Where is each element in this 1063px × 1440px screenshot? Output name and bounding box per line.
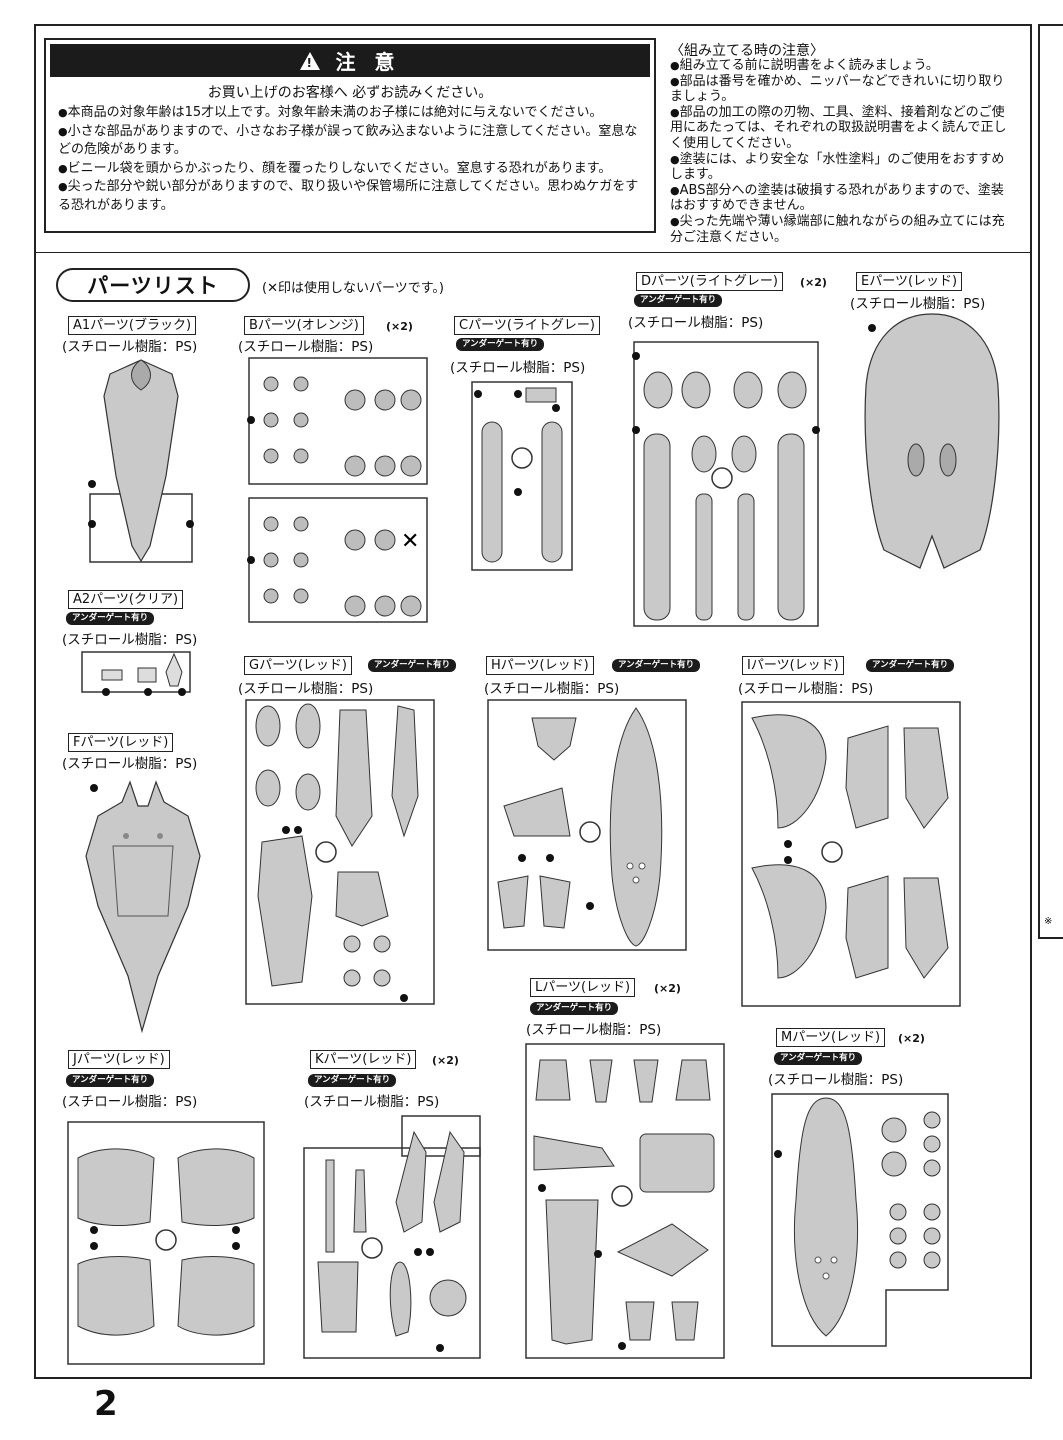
undergate-badge-j: アンダーゲート有り [66,1074,155,1087]
part-label-k: Kパーツ(レッド) [310,1050,417,1069]
material-a1: (スチロール樹脂：PS) [62,339,198,355]
part-label-j: Jパーツ(レッド) [68,1050,170,1069]
multiplier-d: (×2) [800,276,827,289]
runner-m [771,1093,949,1347]
caution-item: ●尖った部分や鋭い部分がありますので、取り扱いや保管場所に注意してください。思わ… [58,179,639,213]
adjacent-page-mark: ※ [1044,916,1053,927]
assembly-item: ●部品は番号を確かめ、ニッパーなどできれいに切り取りましょう。 [670,73,1005,105]
caution-title: 注 意 [335,50,401,74]
assembly-item: ●ABS部分への塗装は破損する恐れがありますので、塗装はおすすめできません。 [670,182,1004,214]
undergate-badge-k: アンダーゲート有り [308,1074,397,1087]
page-border [34,24,1032,1379]
multiplier-m: (×2) [898,1032,925,1045]
runner-g [245,699,435,1005]
part-label-b: Bパーツ(オレンジ) [244,316,364,335]
part-label-a1: A1パーツ(ブラック) [68,316,197,335]
part-label-a2: A2パーツ(クリア) [68,590,184,609]
multiplier-k: (×2) [432,1054,459,1067]
parts-list-note: (✕印は使用しないパーツです。) [262,281,444,296]
undergate-badge-i: アンダーゲート有り [866,659,955,672]
page-number: 2 [94,1384,118,1424]
material-k: (スチロール樹脂：PS) [304,1094,440,1110]
part-label-d: Dパーツ(ライトグレー) [636,272,783,291]
adjacent-page-edge [1038,24,1063,939]
runner-a1 [88,359,194,563]
material-j: (スチロール樹脂：PS) [62,1094,198,1110]
material-c: (スチロール樹脂：PS) [450,360,586,376]
runner-i [741,701,961,1007]
part-label-i: Iパーツ(レッド) [742,656,844,675]
assembly-item: ●部品の加工の際の刃物、工具、塗料、接着剤などのご使用にあたっては、それぞれの取… [670,104,1007,151]
caution-item: ●小さな部品がありますので、小さなお子様が誤って飲み込まないように注意してくださ… [58,123,638,158]
warning-icon [299,51,320,70]
assembly-item: ●塗装には、より安全な「水性塗料」のご使用をおすすめします。 [670,151,1005,183]
part-label-m: Mパーツ(レッド) [776,1028,886,1047]
assembly-item: ●組み立てる前に説明書をよく読みましょう。 [670,58,939,73]
assembly-item: ●尖った先端や薄い縁端部に触れながらの組み立てには充分ご注意ください。 [670,213,1005,245]
caution-subtitle: お買い上げのお客様へ 必ずお読みください。 [207,85,493,101]
undergate-badge-c: アンダーゲート有り [456,338,545,351]
runner-f [85,780,201,1034]
material-a2: (スチロール樹脂：PS) [62,632,198,648]
runner-h [487,699,687,951]
undergate-badge-a2: アンダーゲート有り [66,612,155,625]
undergate-badge-h: アンダーゲート有り [612,659,701,672]
runner-k [303,1115,481,1359]
material-b: (スチロール樹脂：PS) [238,339,374,355]
caution-box [44,38,656,233]
part-label-c: Cパーツ(ライトグレー) [454,316,600,335]
undergate-badge-m: アンダーゲート有り [774,1052,863,1065]
material-l: (スチロール樹脂：PS) [526,1022,662,1038]
material-g: (スチロール樹脂：PS) [238,681,374,697]
part-label-g: Gパーツ(レッド) [244,656,352,675]
material-m: (スチロール樹脂：PS) [768,1072,904,1088]
part-label-e: Eパーツ(レッド) [856,272,963,291]
caution-item: ●本商品の対象年齢は15才以上です。対象年齢未満のお子様には絶対に与えないでくだ… [58,105,603,120]
undergate-badge-d: アンダーゲート有り [634,294,723,307]
assembly-title: 〈組み立てる時の注意〉 [670,43,824,59]
assembly-list: ●組み立てる前に説明書をよく読みましょう。 ●部品は番号を確かめ、ニッパーなどで… [670,58,1010,245]
undergate-badge-g: アンダーゲート有り [368,659,457,672]
runner-j [67,1121,265,1365]
runner-b: ✕ [247,357,428,623]
material-h: (スチロール樹脂：PS) [484,681,620,697]
material-i: (スチロール樹脂：PS) [738,681,874,697]
material-f: (スチロール樹脂：PS) [62,756,198,772]
parts-list-title: パーツリスト [56,268,250,302]
caution-list: ●本商品の対象年齢は15才以上です。対象年齢未満のお子様には絶対に与えないでくだ… [58,104,650,215]
caution-header: 注 意 [50,44,650,77]
runner-c [471,381,573,571]
part-label-f: Fパーツ(レッド) [68,733,174,752]
part-label-l: Lパーツ(レッド) [530,978,636,997]
material-d: (スチロール樹脂：PS) [628,315,764,331]
runner-e [864,313,1000,569]
runner-d [632,341,820,627]
undergate-badge-l: アンダーゲート有り [530,1002,619,1015]
material-e: (スチロール樹脂：PS) [850,296,986,312]
multiplier-b: (×2) [386,320,413,333]
caution-item: ●ビニール袋を頭からかぶったり、顔を覆ったりしないでください。窒息する恐れがあり… [58,160,612,176]
section-divider [34,252,1032,253]
runner-l [525,1043,725,1359]
multiplier-l: (×2) [654,982,681,995]
part-label-h: Hパーツ(レッド) [486,656,594,675]
svg-text:✕: ✕ [401,529,419,554]
runner-a2 [81,651,191,696]
